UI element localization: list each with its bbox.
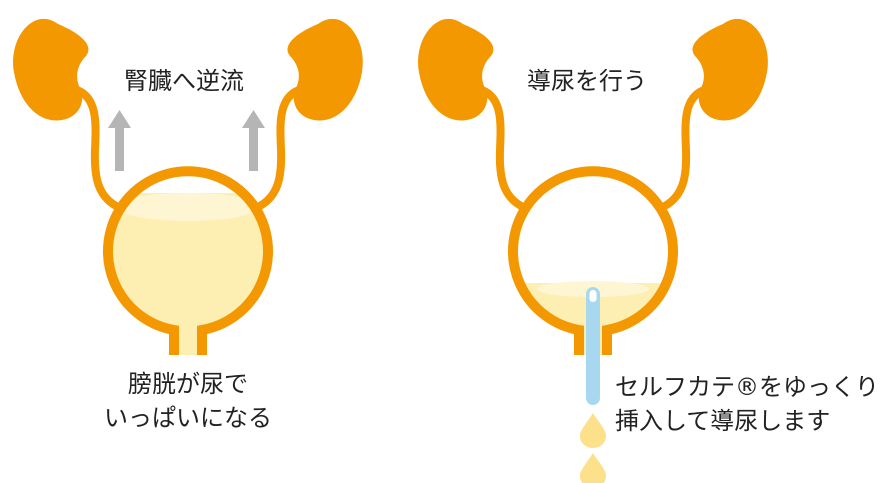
- caption-bladder-full-line1: 膀胱が尿で: [128, 370, 248, 398]
- caption-catheter-line1: セルフカテ®をゆっくり: [615, 373, 879, 401]
- caption-catheter-line2: 挿入して導尿します: [615, 407, 831, 435]
- catheter: [586, 287, 600, 405]
- ureter-left-left: [73, 86, 124, 212]
- urine-fill-full: [108, 193, 268, 355]
- left-panel-diagram: [13, 18, 363, 355]
- kidney-left-right: [287, 18, 363, 121]
- ureter-right-right: [657, 86, 708, 212]
- kidney-right-right: [692, 18, 768, 121]
- caption-catheter-instructions: セルフカテ®をゆっくり 挿入して導尿します: [615, 370, 879, 438]
- caption-bladder-full: 膀胱が尿で いっぱいになる: [95, 367, 281, 435]
- kidney-left-left: [13, 18, 89, 121]
- urine-drop-lower: [580, 453, 606, 483]
- caption-bladder-full-line2: いっぱいになる: [104, 404, 272, 432]
- heading-catheterize: 導尿を行う: [527, 67, 647, 95]
- bladder-outline-right: [508, 166, 678, 355]
- reflux-arrow-right: [242, 110, 265, 171]
- heading-reflux: 腎臓へ逆流: [124, 67, 244, 95]
- urine-drop-upper: [580, 413, 606, 448]
- reflux-arrow-left: [108, 110, 131, 171]
- bladder-outline-left: [103, 166, 273, 355]
- ureter-left-right: [252, 86, 303, 212]
- ureter-right-left: [478, 86, 529, 212]
- kidney-right-left: [418, 18, 494, 121]
